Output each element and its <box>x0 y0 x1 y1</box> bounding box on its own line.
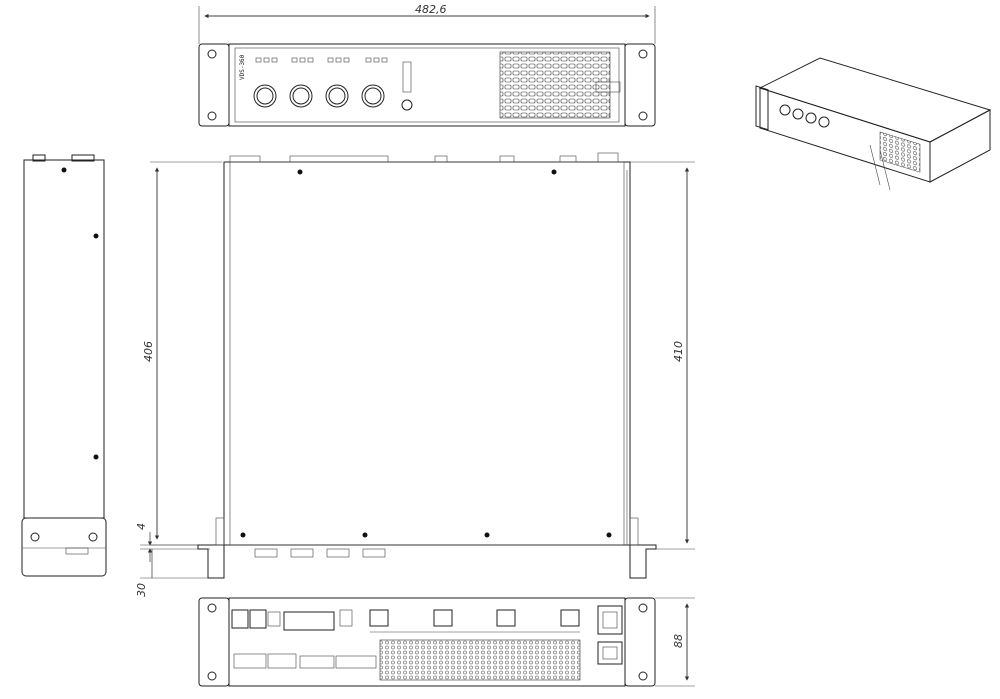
foot-right <box>629 544 657 579</box>
power-button[interactable] <box>401 99 413 111</box>
power-switch[interactable] <box>597 641 623 665</box>
width-dimension: 482,6 <box>198 3 656 44</box>
network-port-2[interactable] <box>249 609 267 629</box>
top-view: 406 410 4 30 <box>135 152 695 597</box>
rear-panel-body <box>228 597 626 687</box>
ear-hole <box>638 111 648 121</box>
foot-left <box>197 544 225 579</box>
volume-knob-4[interactable] <box>361 84 385 108</box>
front-vent-grille <box>499 51 611 119</box>
iso-side <box>929 109 991 183</box>
top-body <box>223 161 631 546</box>
width-dimension-label: 482,6 <box>415 3 447 16</box>
iso-front <box>759 87 931 183</box>
side-connector <box>32 154 46 162</box>
depth-left-label: 406 <box>142 341 155 362</box>
iso-top <box>758 57 992 143</box>
front-panel-inner <box>234 47 620 123</box>
volume-knob-2[interactable] <box>289 84 313 108</box>
terminal-block[interactable] <box>283 611 335 631</box>
volume-knob-1[interactable] <box>253 84 277 108</box>
side-body <box>23 159 105 519</box>
handle-slot <box>595 81 621 93</box>
rear-view: 88 <box>198 597 695 687</box>
volume-knob-3[interactable] <box>325 84 349 108</box>
led-indicators <box>255 57 388 63</box>
model-label: VDS-360 <box>239 54 246 80</box>
depth-right-label: 410 <box>672 341 685 362</box>
status-display <box>402 61 412 93</box>
foot-height-label: 4 <box>135 523 148 530</box>
network-port-1[interactable] <box>231 609 249 629</box>
front-panel-body <box>228 43 626 127</box>
side-connector <box>71 154 95 162</box>
side-view <box>21 154 107 577</box>
front-view: 482,6 VDS-360 <box>198 3 656 127</box>
ear-hole <box>638 49 648 59</box>
foot-offset-label: 30 <box>135 583 148 597</box>
power-inlet[interactable] <box>597 605 623 635</box>
rack-ear-left <box>198 43 230 127</box>
rear-height-label: 88 <box>672 634 685 648</box>
side-front-ear <box>21 517 107 577</box>
isometric-view <box>755 57 992 191</box>
speaker-output-2[interactable] <box>433 609 453 627</box>
speaker-output-1[interactable] <box>369 609 389 627</box>
speaker-output-3[interactable] <box>496 609 516 627</box>
rear-vent-grille <box>379 639 581 681</box>
ear-hole <box>207 111 217 121</box>
speaker-output-4[interactable] <box>560 609 580 627</box>
ear-hole <box>207 49 217 59</box>
